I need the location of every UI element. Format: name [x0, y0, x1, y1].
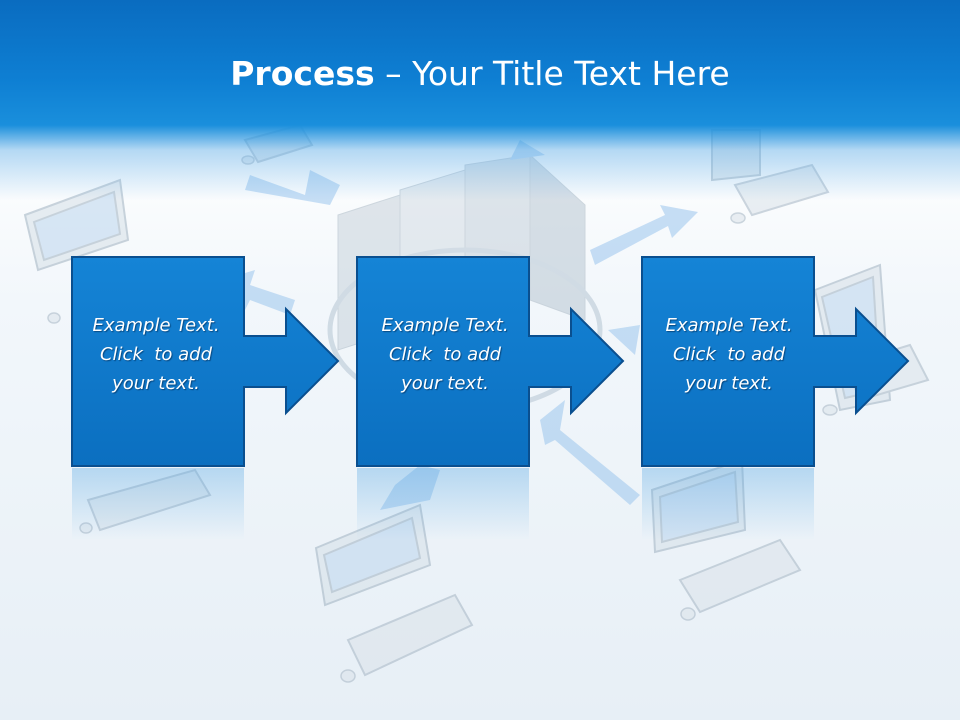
step-line: Example Text. — [92, 315, 220, 336]
keyboard-icon — [346, 593, 474, 677]
step-line: your text. — [685, 373, 773, 394]
monitor-icon — [23, 178, 130, 272]
step-line: Click to add — [388, 344, 501, 365]
page-title[interactable]: Process – Your Title Text Here — [0, 52, 960, 96]
step-line: Click to add — [99, 344, 212, 365]
mouse-icon — [680, 607, 696, 621]
mouse-icon — [47, 312, 61, 324]
title-rest: – Your Title Text Here — [374, 54, 730, 93]
step-line: Example Text. — [665, 315, 793, 336]
mouse-icon — [730, 212, 746, 224]
step-line: Example Text. — [381, 315, 509, 336]
step-line: your text. — [112, 373, 200, 394]
step-2-text[interactable]: Example Text. Click to add your text. — [359, 311, 531, 398]
step-line: Click to add — [672, 344, 785, 365]
keyboard-icon — [678, 538, 802, 614]
process-step-2[interactable] — [356, 256, 625, 540]
step-3-text[interactable]: Example Text. Click to add your text. — [643, 311, 815, 398]
step-line: your text. — [401, 373, 489, 394]
step-1-text[interactable]: Example Text. Click to add your text. — [70, 311, 242, 398]
mouse-icon — [340, 669, 356, 683]
process-step-3[interactable] — [641, 256, 910, 540]
mouse-icon — [822, 404, 838, 416]
title-bold: Process — [230, 54, 375, 93]
process-step-1[interactable] — [71, 256, 340, 540]
title-bar — [0, 0, 960, 200]
